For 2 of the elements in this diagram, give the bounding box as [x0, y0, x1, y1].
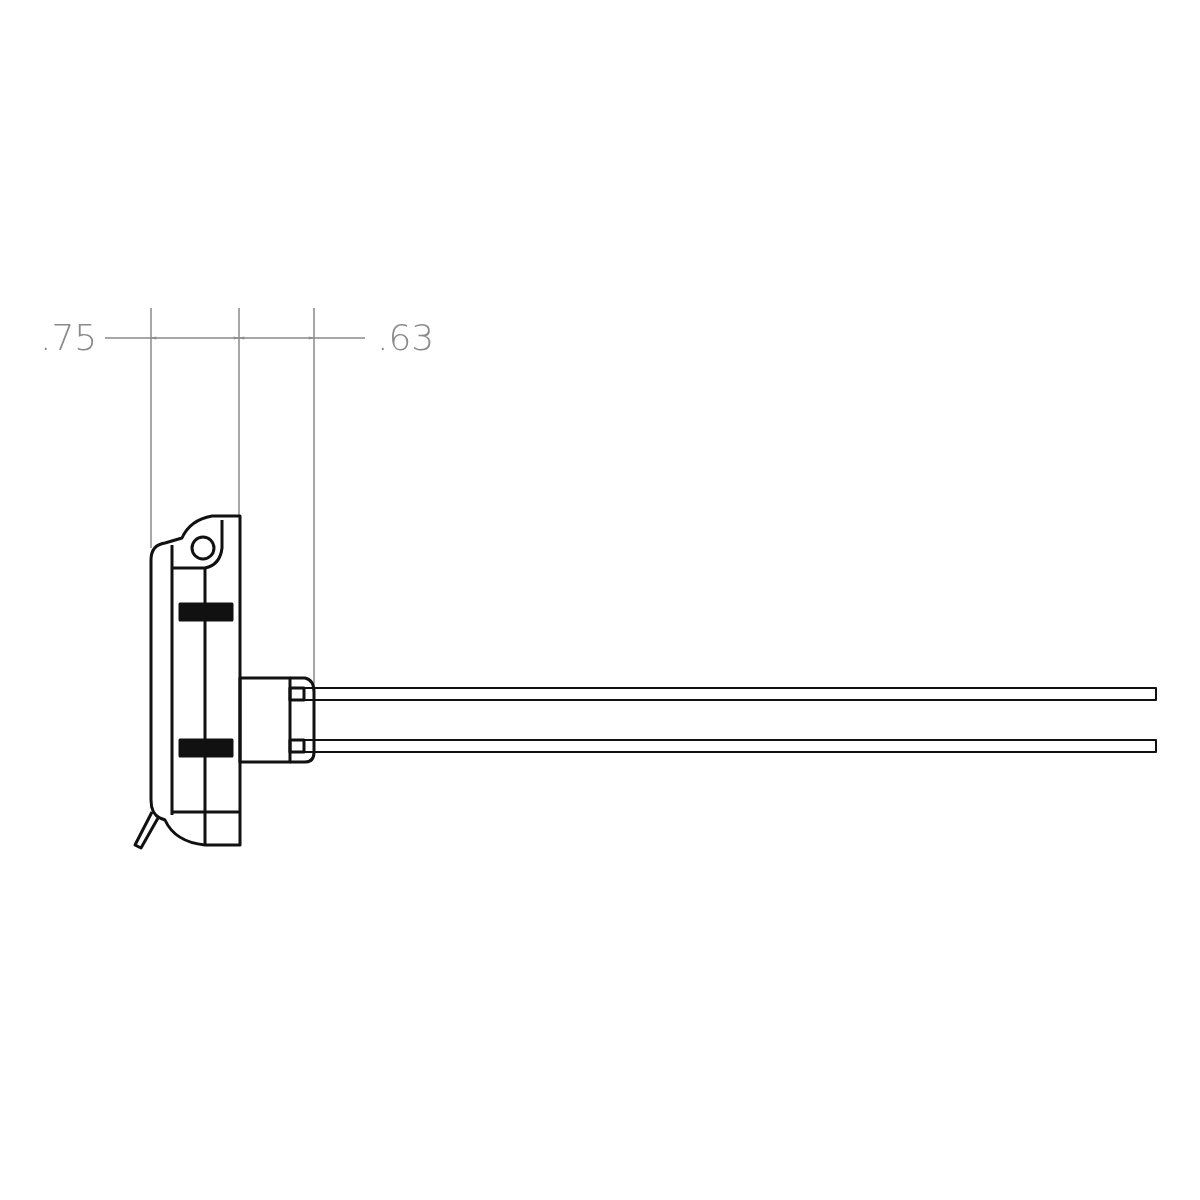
dimension-value: .63 — [377, 320, 435, 356]
dimension-value: .75 — [40, 320, 98, 356]
